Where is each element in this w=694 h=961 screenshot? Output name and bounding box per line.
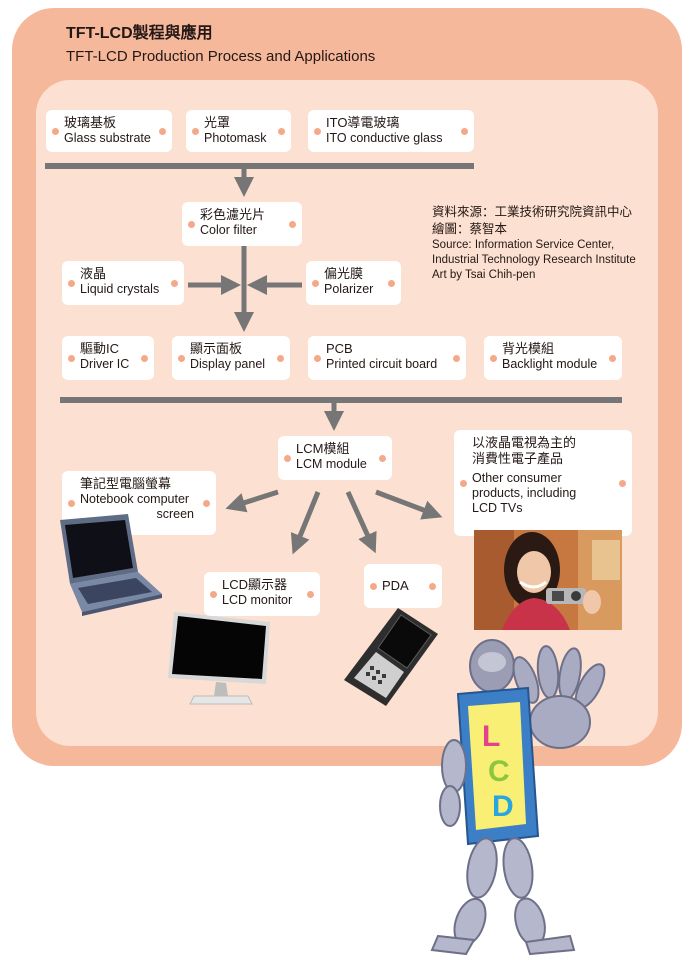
box-notebook-screen: 筆記型電腦螢幕 Notebook computer screen: [62, 471, 216, 535]
box-liquid-crystals: 液晶 Liquid crystals: [62, 261, 184, 305]
box-photomask: 光罩 Photomask: [186, 110, 291, 152]
box-display-panel: 顯示面板 Display panel: [172, 336, 290, 380]
title-en: TFT-LCD Production Process and Applicati…: [66, 48, 376, 65]
box-color-filter: 彩色濾光片 Color filter: [182, 202, 302, 246]
mascot-letter-d: D: [492, 790, 514, 823]
box-pda: PDA: [364, 564, 442, 608]
inner-panel: [36, 80, 658, 746]
arrow-to-lcd-monitor: [290, 491, 321, 555]
box-lcd-monitor: LCD顯示器 LCD monitor: [204, 572, 320, 616]
mascot-letter-l: L: [482, 720, 500, 753]
diagram-title: TFT-LCD製程與應用 TFT-LCD Production Process …: [66, 24, 375, 67]
arrow-to-notebook: [225, 489, 279, 513]
box-glass-substrate: 玻璃基板 Glass substrate: [46, 110, 172, 152]
consumer-photo: [474, 530, 622, 630]
box-backlight-module: 背光模組 Backlight module: [484, 336, 622, 380]
lcd-monitor-illustration: [168, 612, 270, 705]
arrow-to-consumer: [375, 489, 443, 520]
box-polarizer: 偏光膜 Polarizer: [306, 261, 401, 305]
box-pcb: PCB Printed circuit board: [308, 336, 466, 380]
middle-merge-bar: [60, 397, 622, 403]
notebook-illustration: [60, 514, 162, 616]
source-note: 資料來源：工業技術研究院資訊中心 繪圖：蔡智本 Source: Informat…: [432, 205, 636, 281]
pda-illustration: [344, 608, 438, 706]
box-consumer-products: 以液晶電視為主的 消費性電子產品 Other consumer products…: [454, 430, 632, 536]
lcd-mascot-illustration: L C D: [430, 639, 606, 956]
arrow-to-pda: [345, 490, 377, 554]
box-lcm-module: LCM模組 LCM module: [278, 436, 392, 480]
top-merge-bar: [45, 163, 474, 169]
box-ito-glass: ITO導電玻璃 ITO conductive glass: [308, 110, 474, 152]
box-driver-ic: 驅動IC Driver IC: [62, 336, 154, 380]
title-zh: TFT-LCD製程與應用: [66, 25, 213, 42]
mascot-letter-c: C: [488, 755, 510, 788]
